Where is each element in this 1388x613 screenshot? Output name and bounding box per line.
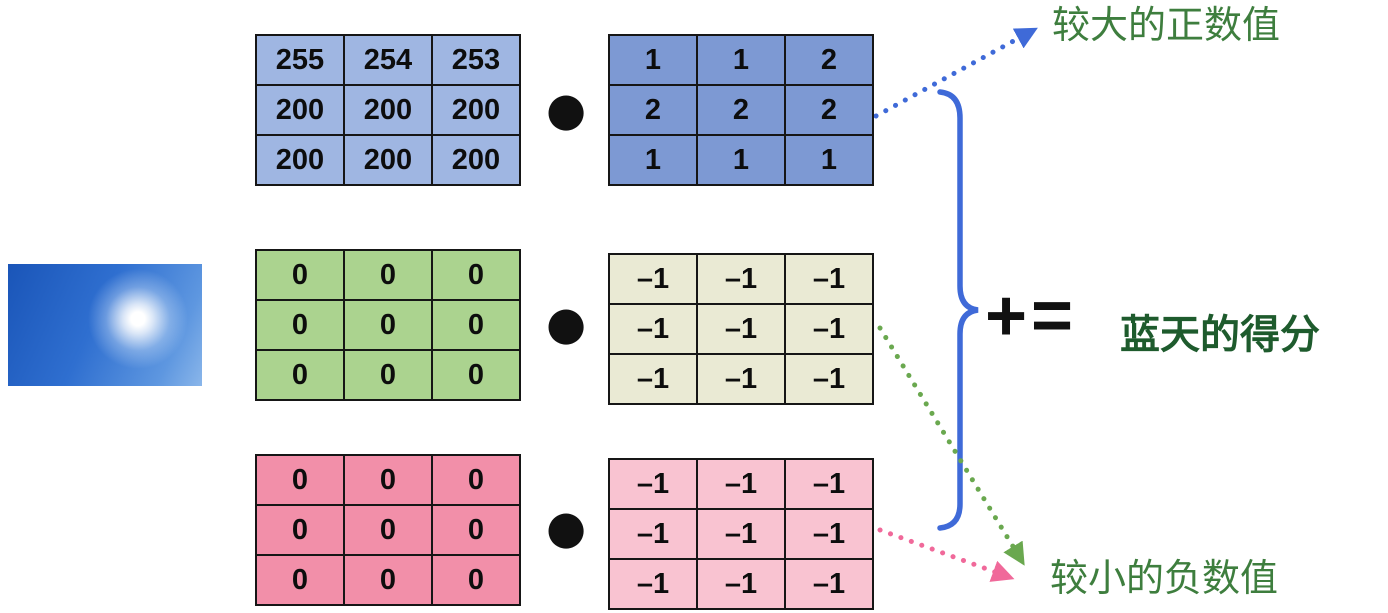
matrix-blue-filter: 1 1 2 2 2 2 1 1 1 [608,34,874,186]
matrix-cell: –1 [785,304,873,354]
matrix-cell: 1 [609,135,697,185]
matrix-cell: 0 [432,505,520,555]
matrix-cell: 200 [432,85,520,135]
matrix-cell: 0 [344,300,432,350]
matrix-cell: –1 [609,254,697,304]
matrix-green-pixels: 0 0 0 0 0 0 0 0 0 [255,249,521,401]
matrix-cell: 0 [256,300,344,350]
dot-product-operator: ● [546,296,587,350]
matrix-cell: –1 [785,559,873,609]
matrix-cell: 200 [344,85,432,135]
matrix-cell: 1 [609,35,697,85]
matrix-cell: 0 [432,300,520,350]
matrix-cell: 200 [344,135,432,185]
sum-brace [937,89,979,531]
arrow-pink-negative [877,527,1015,582]
matrix-red-pixels: 0 0 0 0 0 0 0 0 0 [255,454,521,606]
sun-glow-icon [8,264,202,386]
matrix-cell: –1 [697,254,785,304]
label-large-positive: 较大的正数值 [1052,5,1281,47]
matrix-cell: –1 [697,559,785,609]
matrix-cell: –1 [785,509,873,559]
plus-equals-operator: += [985,276,1078,356]
matrix-cell: –1 [609,559,697,609]
matrix-cell: 254 [344,35,432,85]
matrix-red-filter: –1 –1 –1 –1 –1 –1 –1 –1 –1 [608,458,874,610]
matrix-cell: 2 [609,85,697,135]
matrix-cell: 253 [432,35,520,85]
label-result-score: 蓝天的得分 [1120,313,1320,357]
matrix-cell: –1 [785,254,873,304]
matrix-cell: –1 [785,459,873,509]
dot-product-operator: ● [546,82,587,136]
matrix-cell: 1 [697,35,785,85]
matrix-cell: 0 [256,505,344,555]
matrix-cell: 0 [256,455,344,505]
matrix-cell: 0 [432,250,520,300]
matrix-cell: 0 [344,455,432,505]
matrix-cell: 1 [785,135,873,185]
sky-photo [8,264,202,386]
arrow-green-negative [877,325,1025,566]
matrix-cell: –1 [697,509,785,559]
matrix-cell: –1 [785,354,873,404]
matrix-cell: –1 [609,509,697,559]
matrix-cell: 0 [256,350,344,400]
matrix-cell: 200 [432,135,520,185]
matrix-cell: 0 [344,505,432,555]
matrix-cell: 0 [256,555,344,605]
matrix-cell: –1 [609,304,697,354]
matrix-green-filter: –1 –1 –1 –1 –1 –1 –1 –1 –1 [608,253,874,405]
matrix-cell: –1 [609,459,697,509]
matrix-cell: –1 [697,459,785,509]
matrix-cell: 0 [256,250,344,300]
matrix-cell: 0 [344,555,432,605]
matrix-blue-pixels: 255 254 253 200 200 200 200 200 200 [255,34,521,186]
matrix-cell: –1 [609,354,697,404]
matrix-cell: 0 [344,250,432,300]
matrix-cell: 200 [256,135,344,185]
matrix-cell: 0 [432,350,520,400]
label-small-negative: 较小的负数值 [1050,558,1279,600]
matrix-cell: 2 [785,35,873,85]
matrix-cell: 2 [785,85,873,135]
matrix-cell: 1 [697,135,785,185]
matrix-cell: –1 [697,304,785,354]
matrix-cell: 255 [256,35,344,85]
matrix-cell: 0 [344,350,432,400]
matrix-cell: –1 [697,354,785,404]
matrix-cell: 0 [432,555,520,605]
matrix-cell: 2 [697,85,785,135]
arrow-blue-positive [873,27,1038,119]
dot-product-operator: ● [546,500,587,554]
matrix-cell: 0 [432,455,520,505]
matrix-cell: 200 [256,85,344,135]
